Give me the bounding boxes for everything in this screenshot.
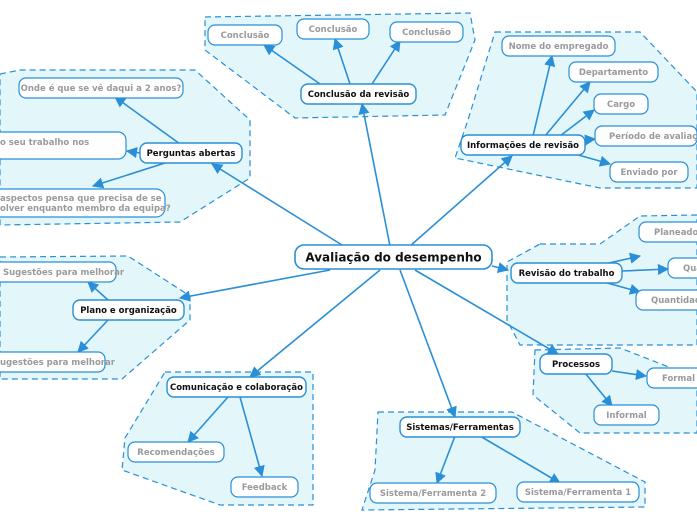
branch-processos-node[interactable]: Processos bbox=[539, 353, 613, 375]
branch-comunicacao-label: Comunicação e colaboração bbox=[170, 383, 303, 393]
edges bbox=[77, 37, 670, 485]
edge-conclusao-3 bbox=[371, 40, 401, 85]
leaf-info-4-label: Período de avaliação bbox=[609, 132, 697, 142]
branch-sistemas-node[interactable]: Sistemas/Ferramentas bbox=[399, 416, 521, 438]
leaf-processos-2[interactable]: Informal bbox=[593, 404, 660, 426]
leaf-sistemas-2[interactable]: Sistema/Ferramenta 1 bbox=[516, 481, 640, 503]
leaf-comunicacao-1[interactable]: Recomendações bbox=[127, 441, 225, 463]
leaf-perguntas-3[interactable]: aspectos pensa que precisa de se olver e… bbox=[0, 188, 171, 218]
leaf-revisao-3-label: Quantidade bbox=[651, 296, 697, 306]
edge-processos-1 bbox=[611, 368, 648, 381]
edge-root-processos bbox=[414, 269, 559, 355]
branch-plano-node[interactable]: Plano e organização bbox=[72, 299, 185, 321]
branch-plano-label: Plano e organização bbox=[80, 306, 177, 316]
leaf-info-5-label: Enviado por bbox=[620, 168, 678, 178]
leaf-processos-2-label: Informal bbox=[606, 411, 647, 421]
leaf-conclusao-1-label: Conclusão bbox=[221, 31, 270, 41]
leaf-conclusao-3[interactable]: Conclusão bbox=[389, 21, 464, 43]
leaf-sistemas-1[interactable]: Sistema/Ferramenta 2 bbox=[369, 482, 497, 504]
edge-root-informacoes bbox=[409, 155, 513, 247]
branch-revisao-label: Revisão do trabalho bbox=[519, 269, 615, 279]
branch-informacoes-node[interactable]: Informações de revisão bbox=[460, 134, 586, 156]
edge-perguntas-3 bbox=[91, 162, 166, 189]
leaf-comunicacao-2-label: Feedback bbox=[242, 483, 288, 493]
leaf-conclusao-2-label: Conclusão bbox=[309, 25, 358, 35]
leaf-info-5[interactable]: Enviado por bbox=[609, 161, 689, 183]
leaf-conclusao-1[interactable]: Conclusão bbox=[207, 24, 283, 46]
leaf-comunicacao-2[interactable]: Feedback bbox=[230, 476, 299, 498]
edge-perguntas-2 bbox=[125, 146, 141, 159]
leaf-perguntas-3-label2: olver enquanto membro da equipa? bbox=[0, 204, 171, 214]
edge-sistemas-2 bbox=[479, 435, 561, 484]
leaf-plano-2-label: ugestões para melhorar bbox=[0, 358, 116, 368]
leaf-perguntas-1[interactable]: Onde é que se vê daqui a 2 anos? bbox=[18, 77, 184, 99]
edge-comunicacao-1 bbox=[187, 396, 229, 443]
leaf-perguntas-2[interactable]: o seu trabalho nos bbox=[0, 131, 127, 160]
leaf-info-3-label: Cargo bbox=[607, 100, 635, 110]
branch-comunicacao-node[interactable]: Comunicação e colaboração bbox=[166, 376, 307, 398]
leaf-plano-2[interactable]: ugestões para melhorar bbox=[0, 351, 116, 373]
leaf-info-3[interactable]: Cargo bbox=[593, 93, 649, 115]
leaf-sistemas-2-label: Sistema/Ferramenta 1 bbox=[525, 488, 631, 498]
cluster-comunicacao bbox=[121, 371, 314, 506]
branch-conclusao-node[interactable]: Conclusão da revisão bbox=[300, 83, 417, 105]
root-label: Avaliação do desempenho bbox=[305, 251, 481, 265]
edge-sistemas-1 bbox=[435, 435, 456, 485]
leaf-info-2[interactable]: Departamento bbox=[568, 61, 659, 83]
leaf-info-1[interactable]: Nome do empregado bbox=[501, 35, 616, 57]
edge-info-4 bbox=[584, 134, 597, 146]
leaf-revisao-1-label: Planeado v bbox=[654, 228, 697, 238]
leaf-plano-1[interactable]: Sugestões para melhorar bbox=[0, 261, 125, 283]
branch-informacoes-label: Informações de revisão bbox=[467, 141, 579, 151]
leaf-info-2-label: Departamento bbox=[579, 68, 648, 78]
edge-perguntas-1 bbox=[114, 96, 181, 145]
leaf-conclusao-2[interactable]: Conclusão bbox=[296, 18, 370, 40]
edge-root-conclusao bbox=[358, 102, 391, 247]
root-node[interactable]: Avaliação do desempenho bbox=[294, 244, 493, 270]
leaf-revisao-2[interactable]: Qua bbox=[667, 257, 697, 279]
edge-conclusao-2 bbox=[332, 37, 351, 85]
edge-root-comunicacao bbox=[249, 269, 381, 378]
leaf-revisao-1[interactable]: Planeado v bbox=[638, 221, 697, 243]
branch-conclusao-label: Conclusão da revisão bbox=[308, 90, 410, 100]
edge-root-perguntas bbox=[211, 163, 351, 251]
branch-perguntas-node[interactable]: Perguntas abertas bbox=[139, 142, 243, 164]
leaf-info-4[interactable]: Período de avaliação bbox=[594, 125, 697, 147]
leaf-processos-1-label: Formal bbox=[662, 374, 695, 384]
leaf-plano-1-label: Sugestões para melhorar bbox=[3, 268, 125, 278]
edge-conclusao-1 bbox=[263, 44, 321, 85]
edge-info-3 bbox=[559, 109, 595, 137]
leaf-processos-1[interactable]: Formal bbox=[646, 367, 697, 389]
edge-revisao-2 bbox=[621, 263, 670, 276]
edge-info-1 bbox=[532, 54, 556, 137]
edge-plano-2 bbox=[77, 319, 109, 353]
edge-info-5 bbox=[574, 153, 612, 167]
branch-revisao-node[interactable]: Revisão do trabalho bbox=[510, 262, 623, 284]
edge-processos-2 bbox=[584, 372, 613, 407]
edge-info-2 bbox=[544, 81, 591, 137]
leaf-revisao-2-label: Qua bbox=[683, 264, 697, 274]
leaf-comunicacao-1-label: Recomendações bbox=[137, 448, 214, 458]
leaf-perguntas-1-label: Onde é que se vê daqui a 2 anos? bbox=[21, 83, 182, 94]
edge-root-revisao bbox=[491, 262, 510, 273]
branch-sistemas-label: Sistemas/Ferramentas bbox=[406, 423, 514, 433]
leaf-revisao-3[interactable]: Quantidade bbox=[635, 289, 697, 311]
edge-plano-1 bbox=[87, 281, 109, 301]
leaf-perguntas-2-label: o seu trabalho nos bbox=[0, 138, 89, 148]
leaf-conclusao-3-label: Conclusão bbox=[402, 28, 451, 38]
branch-perguntas-label: Perguntas abertas bbox=[147, 149, 236, 159]
branch-processos-label: Processos bbox=[552, 360, 600, 370]
leaf-info-1-label: Nome do empregado bbox=[509, 42, 609, 52]
leaf-sistemas-1-label: Sistema/Ferramenta 2 bbox=[380, 489, 486, 499]
edge-root-plano bbox=[178, 269, 331, 302]
edge-root-sistemas bbox=[399, 269, 457, 419]
edge-comunicacao-2 bbox=[239, 396, 265, 478]
leaf-perguntas-3-label: aspectos pensa que precisa de se bbox=[0, 194, 162, 204]
